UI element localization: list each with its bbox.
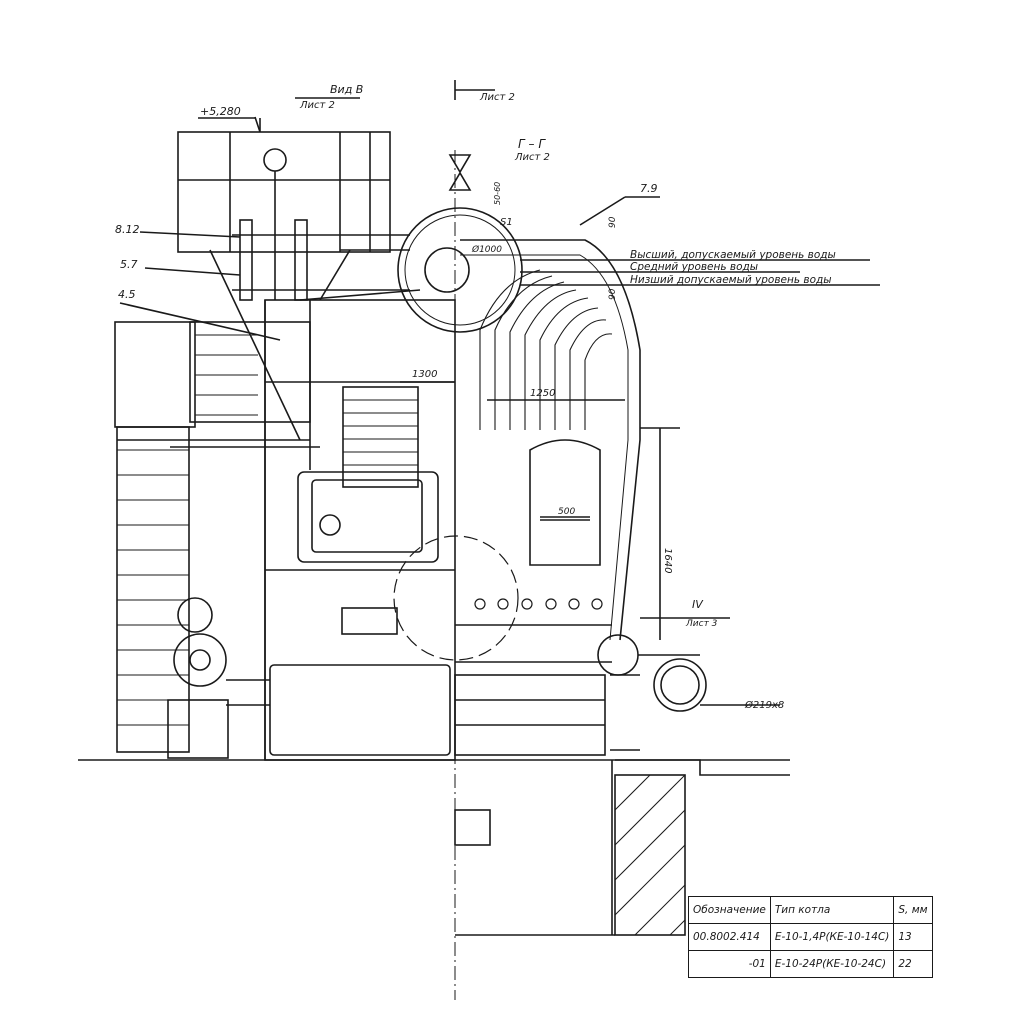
table-row: 00.8002.414 Е-10-1,4Р(КЕ-10-14С) 13 (688, 923, 933, 951)
col-designation: Обозначение (688, 896, 771, 924)
item-812: 8.12 (115, 223, 140, 236)
elevation-label: +5,280 (200, 105, 241, 118)
drawing-linework (78, 80, 880, 1000)
spec-table-header: Обозначение Тип котла S, мм (688, 896, 933, 924)
water-mid-label: Средний уровень воды (630, 261, 758, 273)
pipe-label: Ø219х8 (744, 699, 784, 711)
item-57: 5.7 (120, 258, 138, 271)
dim-d1000: Ø1000 (471, 244, 502, 255)
pipe-219 (653, 658, 707, 712)
arrow-sheet-label: Лист 2 (479, 92, 515, 103)
dim-5060: 50-60 (493, 182, 502, 205)
dim-1250: 1250 (530, 388, 555, 399)
node-iv-sheet: Лист 3 (685, 619, 718, 629)
row-designation: -01 (688, 950, 771, 978)
node-iv: IV (692, 598, 704, 611)
row-boiler-type: Е-10-24Р(КЕ-10-24С) (769, 950, 895, 978)
dim-90-upper: 90 (608, 216, 618, 228)
section-sheet: Лист 2 (514, 152, 550, 163)
pump (173, 633, 227, 687)
view-b-sheet: Лист 2 (299, 100, 335, 111)
motor (311, 479, 423, 553)
fan-duct (269, 664, 451, 756)
dim-1300: 1300 (412, 369, 437, 380)
col-boiler-type: Тип котла (769, 896, 895, 924)
spec-table: Обозначение Тип котла S, мм 00.8002.414 … (688, 896, 933, 978)
dim-500: 500 (558, 507, 575, 517)
view-b-label: Вид В (330, 83, 363, 96)
fan-housing (342, 386, 419, 488)
gauge-icon (263, 148, 287, 172)
row-s-mm: 13 (893, 923, 933, 951)
stair-left (116, 426, 190, 753)
water-high-label: Высший, допускаемый уровень воды (630, 249, 836, 261)
section-label: Г – Г (518, 137, 546, 151)
table-row: -01 Е-10-24Р(КЕ-10-24С) 22 (688, 950, 933, 978)
col-s-mm: S, мм (893, 896, 933, 924)
water-low-label: Низший допускаемый уровень воды (630, 274, 832, 286)
row-boiler-type: Е-10-1,4Р(КЕ-10-14С) (769, 923, 895, 951)
dim-90-lower: 90 (608, 288, 618, 300)
item-45: 4.5 (118, 288, 136, 301)
item-79: 7.9 (640, 182, 658, 195)
upper-structure (177, 131, 391, 253)
dim-1640: 1640 (662, 548, 673, 573)
row-s-mm: 22 (893, 950, 933, 978)
lower-header (597, 634, 639, 676)
boiler-drum (397, 207, 523, 333)
furnace-door (529, 439, 601, 566)
row-designation: 00.8002.414 (688, 923, 771, 951)
dim-s1: S1 (500, 217, 513, 228)
